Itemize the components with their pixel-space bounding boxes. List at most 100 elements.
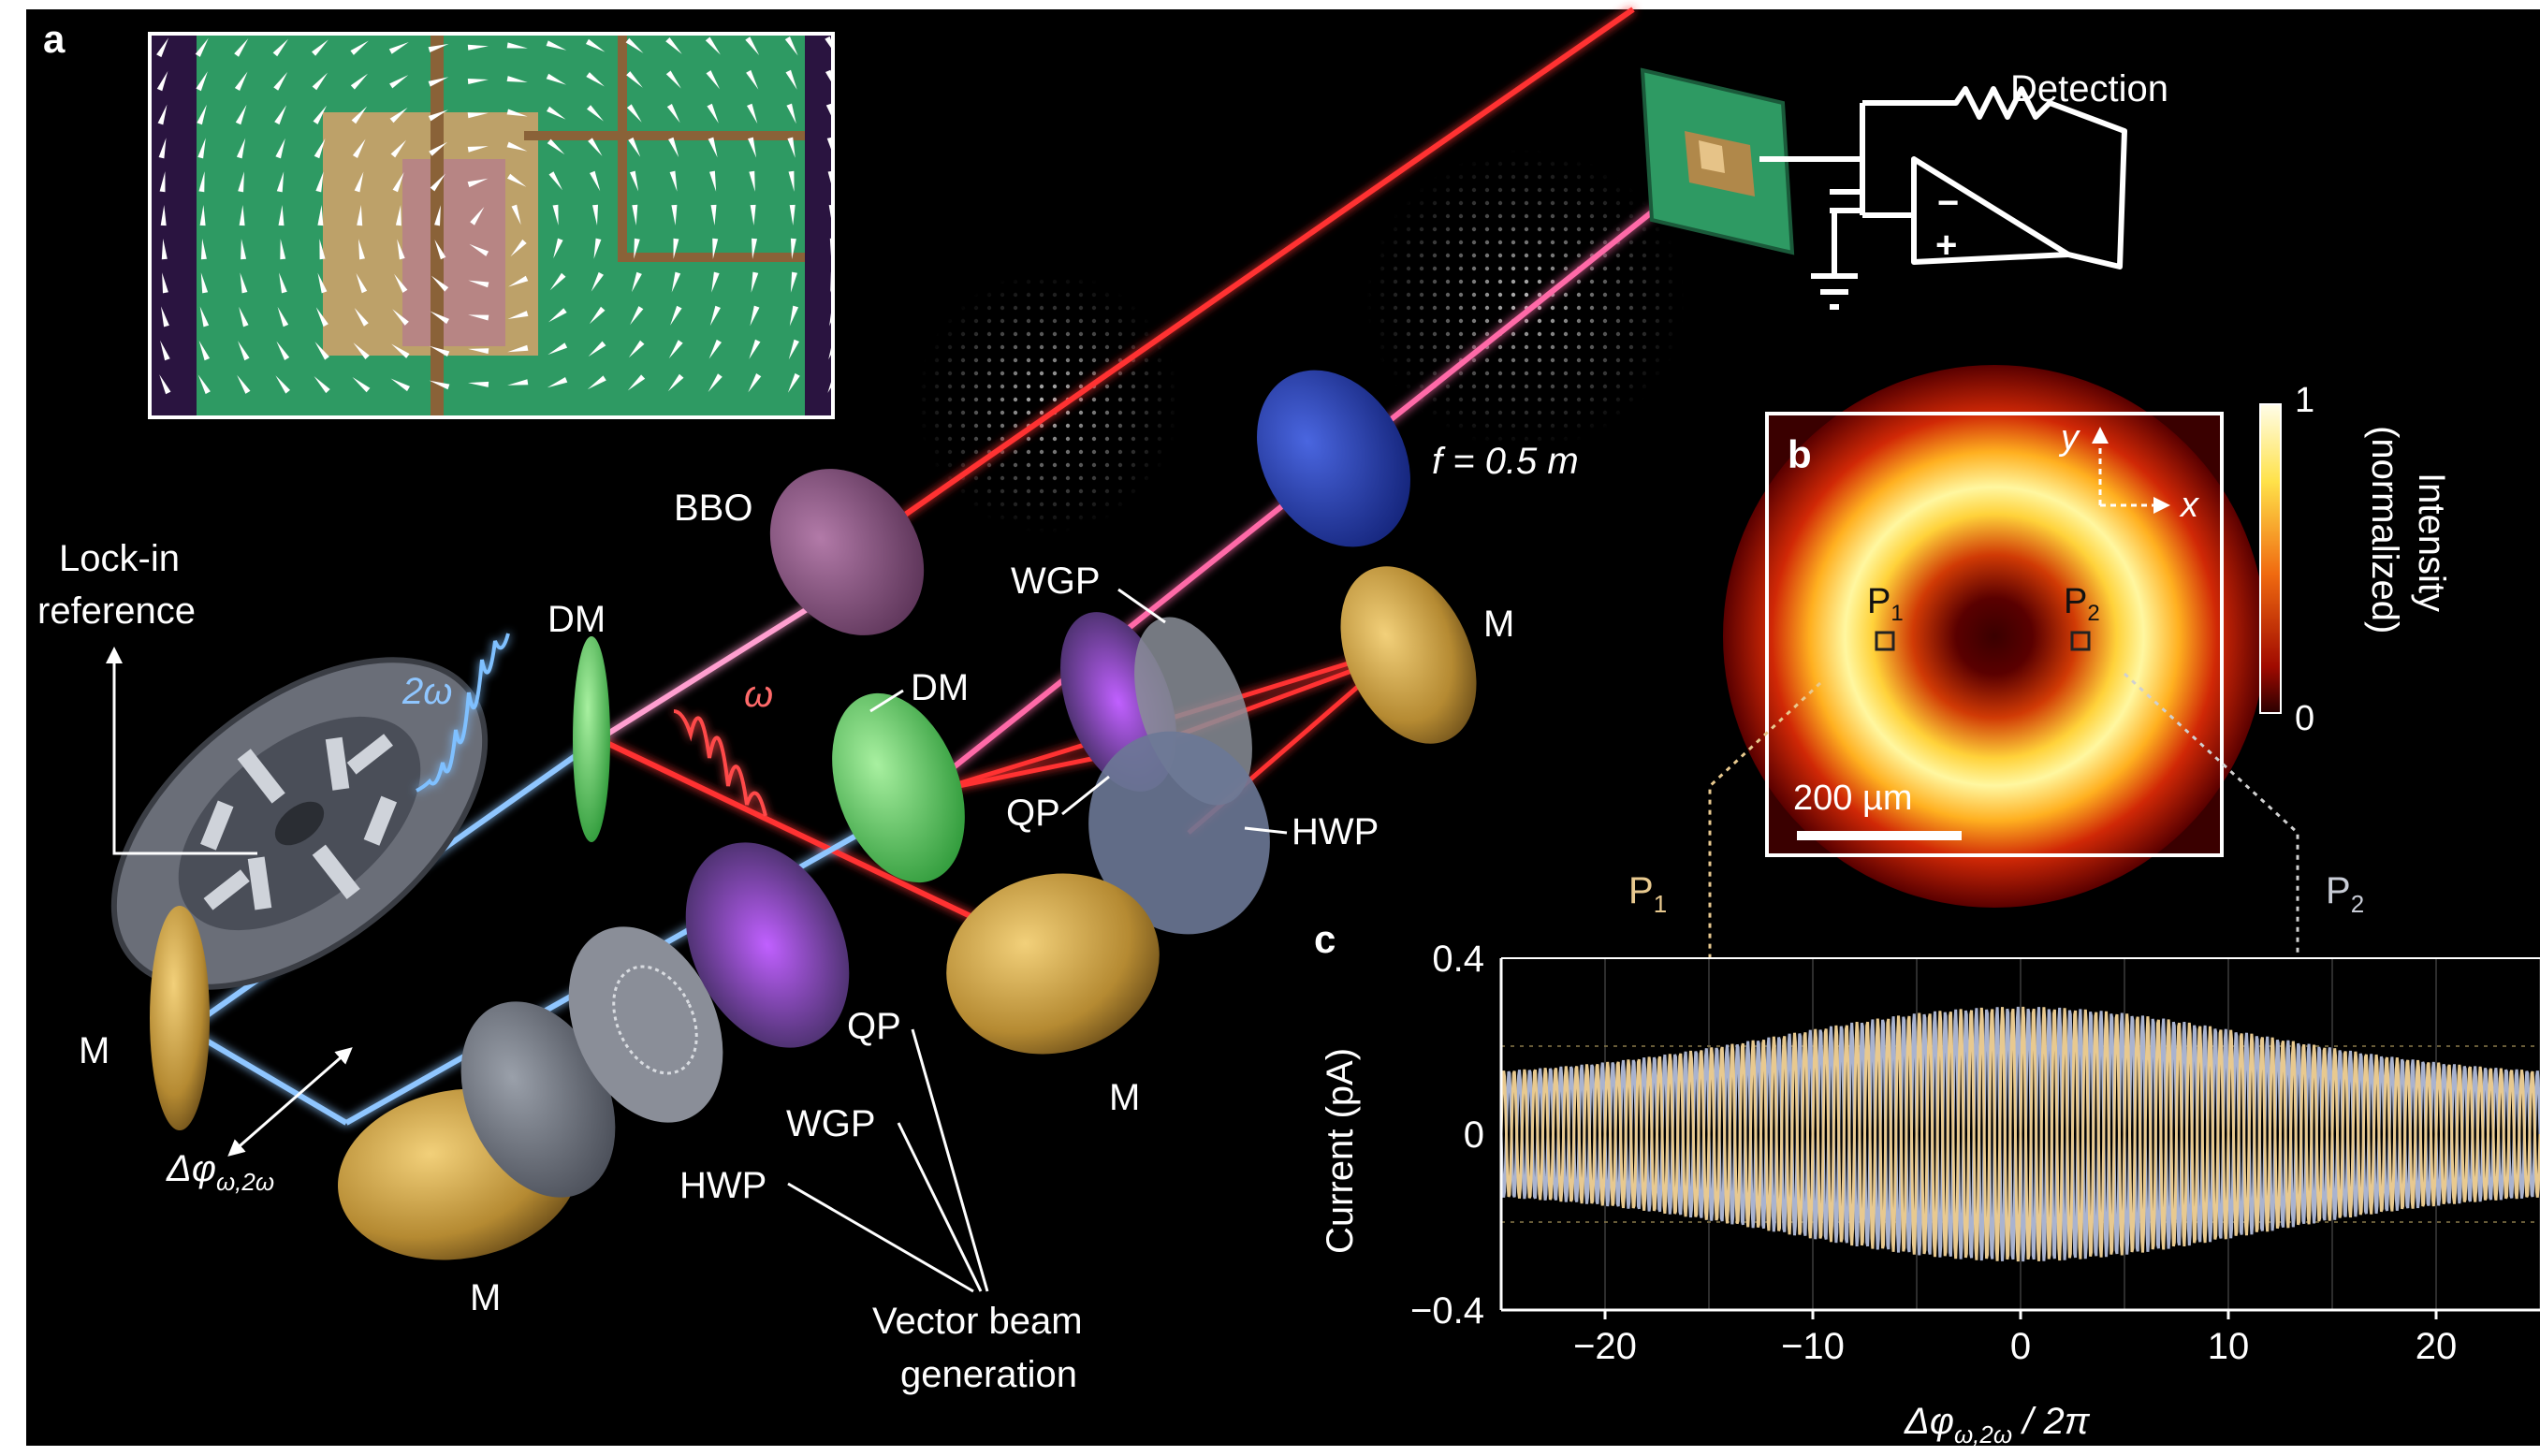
- label-wgp-top: WGP: [1011, 561, 1101, 602]
- polarization-arrow: [507, 173, 527, 187]
- polarization-arrow: [748, 137, 757, 158]
- x-label-main: Δφ: [1904, 1401, 1954, 1442]
- polarization-arrow: [552, 204, 559, 226]
- polarization-arrow: [630, 306, 644, 326]
- polarization-arrow: [712, 238, 719, 259]
- polarization-arrow: [709, 305, 721, 327]
- polarization-arrow: [354, 308, 369, 327]
- polarization-arrow: [156, 70, 168, 92]
- polarization-arrow: [351, 106, 368, 124]
- polarization-arrow: [315, 307, 328, 328]
- panel-letter-c: c: [1314, 917, 1336, 961]
- polarization-arrow: [354, 171, 364, 193]
- detector: [1640, 67, 1795, 255]
- polarization-arrow: [709, 170, 717, 192]
- polarization-arrow: [275, 138, 285, 159]
- polarization-arrow: [708, 373, 723, 392]
- polarization-arrow: [745, 36, 760, 56]
- label-p1-c-main: P: [1628, 870, 1654, 911]
- y-tick-label: −0.4: [1410, 1290, 1484, 1332]
- label-pointer-lines: [787, 588, 1288, 1293]
- polarization-arrow: [748, 373, 762, 393]
- polarization-arrow: [587, 105, 604, 122]
- polarization-arrow: [590, 170, 601, 192]
- polarization-arrow: [467, 79, 489, 84]
- polarization-arrow: [626, 71, 643, 88]
- polarization-arrow: [429, 345, 450, 357]
- polarization-arrow: [467, 112, 489, 119]
- polarization-arrow: [711, 271, 720, 293]
- polarization-arrow: [434, 205, 441, 226]
- polarization-arrow: [272, 38, 289, 57]
- polarization-arrow: [317, 205, 324, 226]
- x-tick-label: −20: [1573, 1326, 1637, 1367]
- red-beam-long: [897, 7, 1635, 522]
- polarization-arrow: [588, 341, 606, 357]
- polarization-arrow: [161, 239, 168, 260]
- polarization-arrow: [510, 239, 527, 257]
- label-vector-2: generation: [900, 1354, 1077, 1395]
- polarization-arrow: [196, 71, 208, 92]
- red-beam-dm: [597, 736, 994, 929]
- y-tick-label: 0.4: [1432, 939, 1484, 980]
- polarization-arrow: [710, 204, 717, 226]
- label-p2-c: P2: [2326, 870, 2364, 918]
- label-p2-b: P2: [2064, 582, 2100, 626]
- polarization-arrow: [670, 305, 682, 326]
- polarization-arrow: [160, 205, 167, 226]
- polarization-arrow: [790, 238, 796, 259]
- colorbar-max: 1: [2295, 381, 2314, 420]
- mirror-right: [1340, 566, 1477, 744]
- polarization-arrow: [157, 104, 168, 125]
- polarization-arrow: [358, 239, 365, 260]
- polarization-arrow: [592, 204, 598, 226]
- polarization-arrow: [788, 170, 795, 192]
- polarization-arrow: [752, 238, 757, 259]
- polarization-arrow: [787, 372, 800, 393]
- polarization-arrow: [357, 205, 363, 226]
- polarization-arrow: [317, 272, 328, 294]
- qp-lower: [685, 842, 850, 1048]
- p1-marker-box: [1875, 631, 1895, 651]
- polarization-arrow: [634, 238, 640, 259]
- polarization-arrow: [507, 344, 529, 353]
- label-mirror-bottom: M: [470, 1277, 501, 1318]
- label-p1-c: P1: [1628, 870, 1667, 918]
- polarization-arrow: [158, 138, 167, 159]
- panel-letter-b: b: [1788, 432, 1812, 476]
- polarization-arrow: [200, 239, 207, 260]
- polarization-arrow: [546, 73, 566, 85]
- polarization-arrow: [198, 171, 205, 193]
- polarization-arrow: [751, 271, 759, 293]
- polarization-arrow: [312, 39, 328, 56]
- label-p2-b-sub: 2: [2087, 601, 2099, 626]
- dichroic-mirror-center: [832, 692, 965, 883]
- polarization-arrow: [199, 306, 210, 328]
- x-label-sub: ω,2ω: [1954, 1420, 2012, 1449]
- panel-b: [1723, 365, 2266, 908]
- polarization-arrow: [586, 38, 606, 52]
- polarization-arrow: [234, 38, 249, 57]
- polarization-arrow: [315, 171, 324, 193]
- polarization-arrow: [668, 340, 683, 359]
- optical-chopper: [110, 657, 489, 990]
- polarization-arrow: [668, 137, 679, 158]
- polarization-arrow: [625, 37, 644, 53]
- polarization-arrow: [630, 170, 639, 192]
- polarization-arrow: [390, 378, 410, 392]
- polarization-arrow: [786, 103, 796, 124]
- label-lock-in-1: Lock-in: [59, 538, 180, 579]
- circuit-plus: +: [1935, 225, 1957, 266]
- polarization-arrow: [468, 381, 489, 387]
- polarization-arrow: [356, 272, 368, 294]
- polarization-arrow: [430, 173, 445, 192]
- polarization-arrow: [434, 240, 446, 260]
- polarization-arrow: [548, 171, 562, 191]
- polarization-arrow: [547, 377, 568, 388]
- polarization-arrow: [673, 238, 679, 259]
- polarization-arrow: [546, 40, 567, 51]
- x-tick-label: −10: [1781, 1326, 1845, 1367]
- polarization-arrow: [238, 341, 250, 361]
